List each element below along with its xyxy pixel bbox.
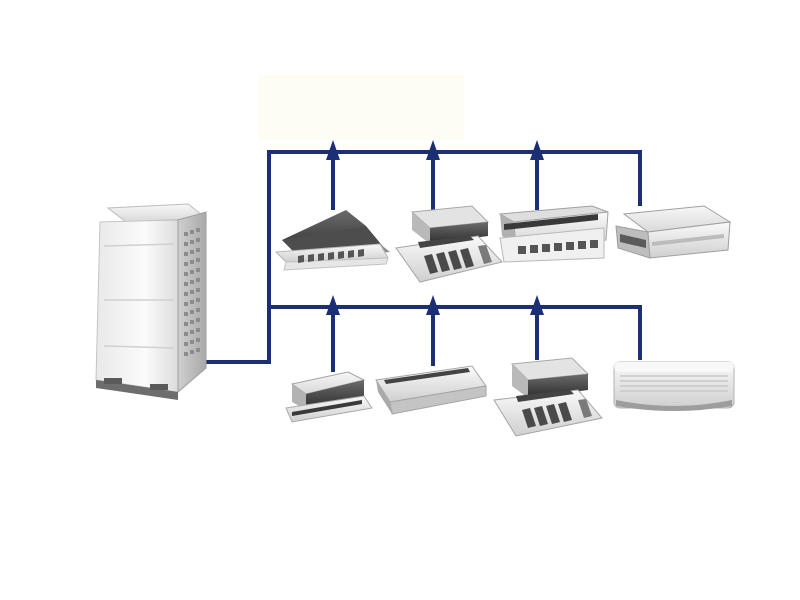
lower-header-pipe (269, 305, 642, 360)
flow-arrow-icon (530, 295, 544, 315)
ducted-unit-icon (615, 205, 732, 259)
refrigerant-piping (205, 150, 642, 372)
ceiling-slim-unit-icon (375, 365, 487, 415)
ceiling-cassette-1way-icon (285, 371, 373, 423)
main-supply-pipe (205, 150, 642, 364)
background-highlight (258, 75, 464, 140)
ceiling-suspended-unit-icon (498, 205, 609, 263)
outdoor-condensing-unit-icon (95, 203, 208, 400)
flow-arrow-icon (426, 295, 440, 315)
flow-arrow-icon (326, 140, 340, 160)
ceiling-cassette-4way-icon (493, 357, 603, 437)
flow-arrow-icon (326, 295, 340, 315)
flow-arrow-icon (530, 140, 544, 160)
ceiling-cassette-2way-icon (274, 210, 390, 271)
flow-arrows (326, 140, 544, 315)
flow-arrow-icon (426, 140, 440, 160)
ceiling-cassette-4way-icon (395, 205, 503, 283)
wall-mounted-unit-icon (613, 361, 735, 411)
